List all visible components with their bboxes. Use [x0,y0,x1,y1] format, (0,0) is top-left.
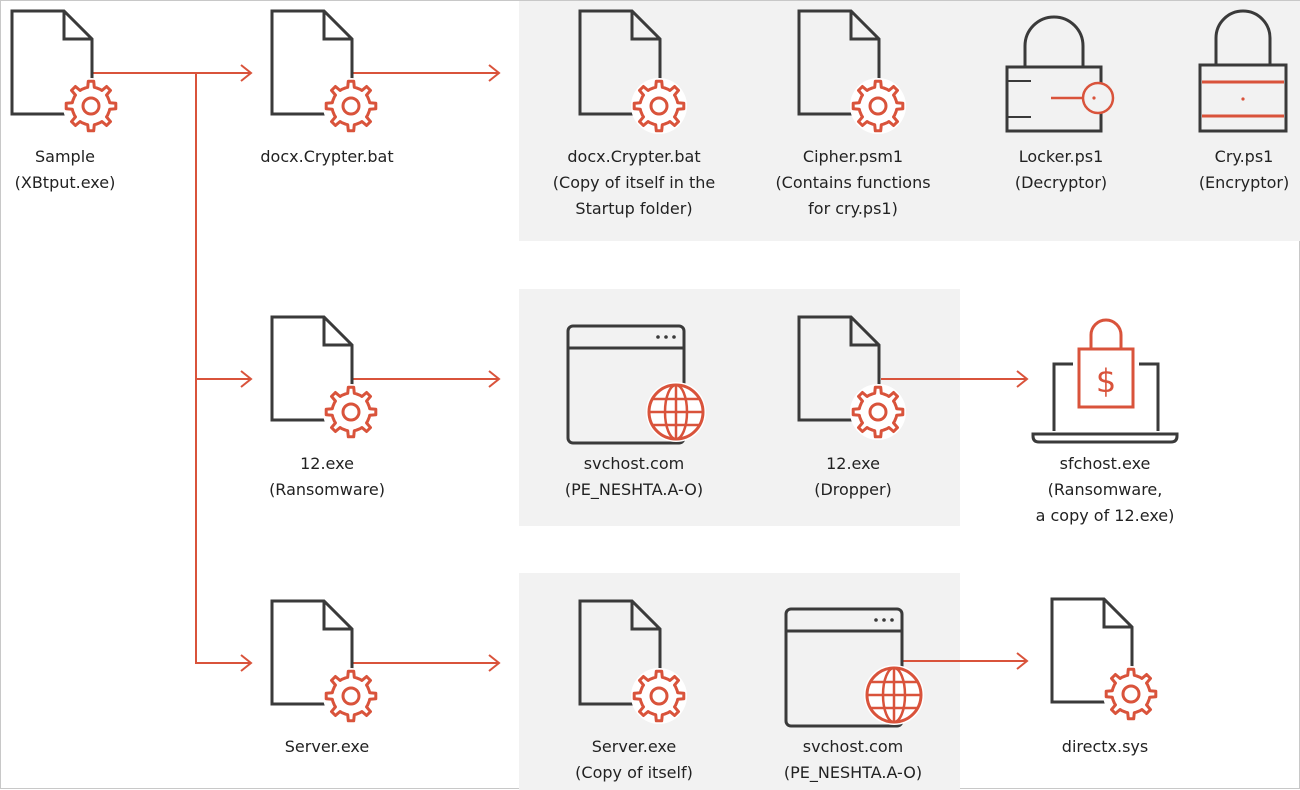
arrow-svchost-to-directx [903,652,1029,670]
gear-icon [323,384,379,440]
file-icon [270,599,354,706]
label-12-dropper: 12.exe(Dropper) [814,454,892,499]
label-docx-crypter: docx.Crypter.bat [260,147,394,166]
arrow-crypter-to-group [353,64,501,82]
node-cipher [797,9,906,134]
dollar-sign-icon: $ [1096,362,1116,400]
file-icon [578,9,662,116]
globe-icon [646,382,706,442]
label-sfchost: sfchost.exe(Ransomware,a copy of 12.exe) [1035,454,1175,525]
label-cry: Cry.ps1(Encryptor) [1198,147,1290,192]
node-sfchost: $ [1031,318,1179,444]
gear-icon [631,668,687,724]
arrow-sample-to-crypter [91,64,253,82]
node-12-ransomware [270,315,379,440]
arrow-sample-to-12 [195,73,253,388]
label-sample: Sample(XBtput.exe) [14,147,116,192]
label-server-copy: Server.exe(Copy of itself) [575,737,693,782]
node-svchost-1 [566,324,706,445]
node-sample [10,9,119,134]
arrow-dropper-to-sfchost [881,370,1029,388]
label-server: Server.exe [284,737,370,756]
dollar-lock-icon: $ [1077,318,1135,409]
file-icon [10,9,94,116]
node-server [270,599,379,724]
node-locker [1005,15,1115,133]
file-icon [270,9,354,116]
gear-icon [631,78,687,134]
node-docx-crypter [270,9,379,134]
arrow-sample-to-server [195,379,253,672]
laptop-icon [1031,362,1179,444]
gear-icon [63,78,119,134]
gear-icon [850,384,906,440]
node-docx-crypter-copy [578,9,687,134]
node-server-copy [578,599,687,724]
file-icon [578,599,662,706]
label-directx: directx.sys [1061,737,1149,756]
arrow-12-to-group [353,370,501,388]
file-icon [1050,597,1134,704]
label-svchost-1: svchost.com(PE_NESHTA.A-O) [564,454,704,499]
gear-icon [323,78,379,134]
node-12-dropper [797,315,906,440]
file-icon [797,315,881,422]
node-cry [1198,9,1288,133]
key-icon [1051,81,1115,115]
file-icon [797,9,881,116]
label-svchost-2: svchost.com(PE_NESHTA.A-O) [783,737,923,782]
file-icon [270,315,354,422]
gear-icon [850,78,906,134]
node-svchost-2 [784,607,924,728]
node-directx [1050,597,1159,722]
label-locker: Locker.ps1(Decryptor) [1014,147,1108,192]
gear-icon [1103,666,1159,722]
label-12-ransomware: 12.exe(Ransomware) [269,454,385,499]
gear-icon [323,668,379,724]
globe-icon [864,665,924,725]
arrow-server-to-group [353,654,501,672]
